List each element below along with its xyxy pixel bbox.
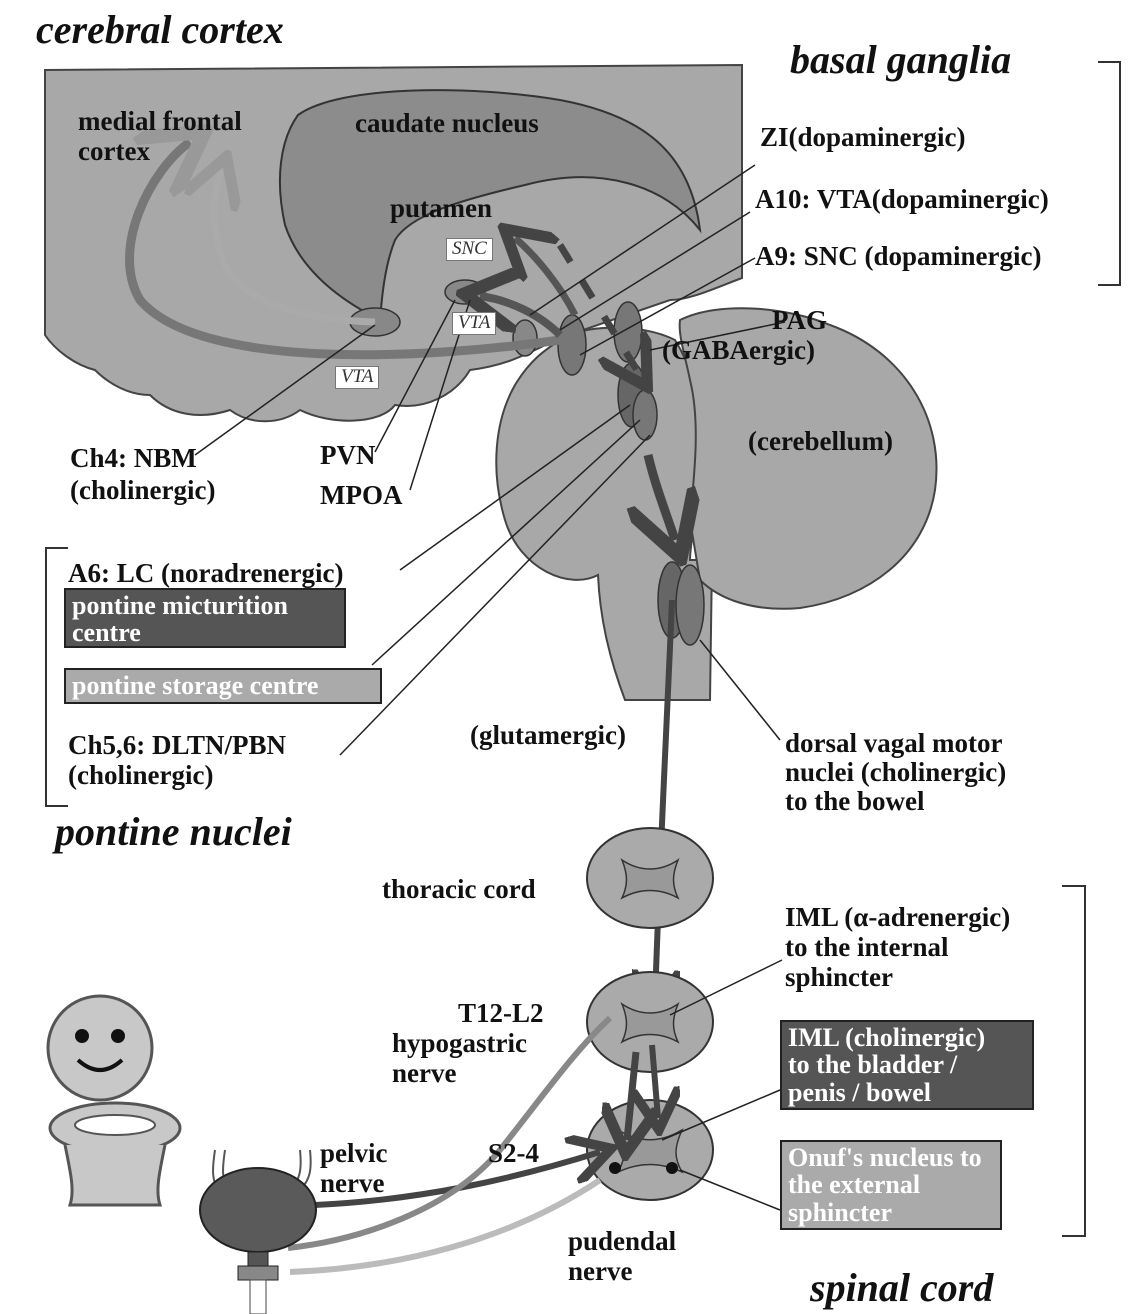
label-cerebellum: (cerebellum) [748, 428, 893, 455]
onuf-nucleus-box: Onuf's nucleus to the external sphincter [780, 1140, 1002, 1230]
label-hypogastric: hypogastric [392, 1030, 527, 1057]
label-ch56-dltn: Ch5,6: DLTN/PBN [68, 732, 286, 759]
title-basal-ganglia: basal ganglia [790, 40, 1011, 80]
toilet-icon [50, 1103, 180, 1205]
tag-vta-upper: VTA [452, 312, 496, 335]
label-zi: ZI(dopaminergic) [760, 124, 966, 151]
label-putamen: putamen [390, 195, 492, 222]
label-medial-frontal-line1: medial frontal [78, 108, 242, 135]
label-thoracic-cord: thoracic cord [382, 876, 536, 903]
label-a9-snc: A9: SNC (dopaminergic) [755, 243, 1041, 270]
title-pontine-nuclei: pontine nuclei [55, 812, 292, 852]
iml-cholinergic-line1: IML (cholinergic) [788, 1024, 1026, 1051]
label-dorsal-vagal-line1: dorsal vagal motor [785, 730, 1002, 757]
onuf-line3: sphincter [788, 1199, 994, 1226]
label-glutamergic: (glutamergic) [470, 722, 626, 749]
label-a10-vta: A10: VTA(dopaminergic) [755, 186, 1049, 213]
label-hypogastric-nerve: nerve [392, 1060, 456, 1087]
iml-cholinergic-line3: penis / bowel [788, 1079, 1026, 1106]
label-medial-frontal-line2: cortex [78, 138, 150, 165]
onuf-line1: Onuf's nucleus to [788, 1144, 994, 1171]
label-ch4-cholinergic: (cholinergic) [70, 477, 215, 504]
label-dorsal-vagal-line3: to the bowel [785, 788, 924, 815]
iml-cholinergic-box: IML (cholinergic) to the bladder / penis… [780, 1020, 1034, 1110]
pontine-storage-centre-box: pontine storage centre [64, 668, 382, 704]
label-dorsal-vagal-line2: nuclei (cholinergic) [785, 759, 1006, 786]
label-pvn: PVN [320, 442, 376, 469]
iml-cholinergic-line2: to the bladder / [788, 1051, 1026, 1078]
label-ch56-cholinergic: (cholinergic) [68, 762, 213, 789]
label-pelvic: pelvic [320, 1140, 388, 1167]
label-caudate-nucleus: caudate nucleus [355, 110, 539, 137]
label-pudendal: pudendal [568, 1228, 676, 1255]
label-pag: PAG [772, 307, 827, 334]
label-t12-l2: T12-L2 [458, 1000, 544, 1027]
label-iml-alpha-line2: to the internal [785, 934, 948, 961]
title-cerebral-cortex: cerebral cortex [36, 10, 284, 50]
label-iml-alpha-line1: IML (α-adrenergic) [785, 904, 1010, 931]
label-ch4-nbm: Ch4: NBM [70, 445, 197, 472]
label-pelvic-nerve: nerve [320, 1170, 384, 1197]
pontine-micturition-centre-box: pontine micturition centre [64, 588, 346, 648]
title-spinal-cord: spinal cord [810, 1268, 993, 1308]
label-iml-alpha-line3: sphincter [785, 964, 893, 991]
label-mpoa: MPOA [320, 482, 402, 509]
onuf-line2: the external [788, 1171, 994, 1198]
micturition-line2: centre [72, 619, 338, 646]
label-a6-lc: A6: LC (noradrenergic) [68, 560, 343, 587]
label-s2-4: S2-4 [488, 1140, 539, 1167]
tag-snc: SNC [446, 238, 493, 261]
tag-vta-lower: VTA [335, 366, 379, 389]
smiley-icon [48, 996, 152, 1100]
brainstem-shape [496, 328, 712, 700]
label-pag-gabaergic: (GABAergic) [662, 337, 815, 364]
micturition-line1: pontine micturition [72, 592, 338, 619]
label-pudendal-nerve: nerve [568, 1258, 632, 1285]
